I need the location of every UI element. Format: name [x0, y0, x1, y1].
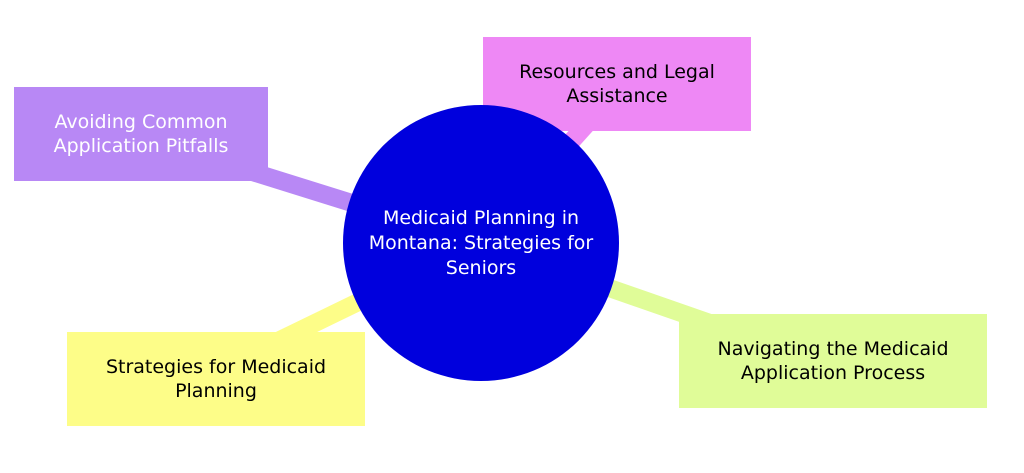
root-node[interactable]: Medicaid Planning in Montana: Strategies… [343, 105, 619, 381]
branch-label: Resources and Legal Assistance [519, 61, 715, 107]
branch-strategies-planning[interactable]: Strategies for Medicaid Planning [67, 332, 365, 426]
root-label: Medicaid Planning in Montana: Strategies… [368, 206, 594, 279]
branch-avoiding-pitfalls[interactable]: Avoiding Common Application Pitfalls [14, 87, 268, 181]
branch-label: Navigating the Medicaid Application Proc… [717, 338, 949, 384]
branch-navigating-application[interactable]: Navigating the Medicaid Application Proc… [679, 314, 987, 408]
branch-label: Avoiding Common Application Pitfalls [53, 111, 229, 157]
branch-label: Strategies for Medicaid Planning [105, 356, 327, 402]
branch-resources-legal-assistance[interactable]: Resources and Legal Assistance [483, 37, 751, 131]
